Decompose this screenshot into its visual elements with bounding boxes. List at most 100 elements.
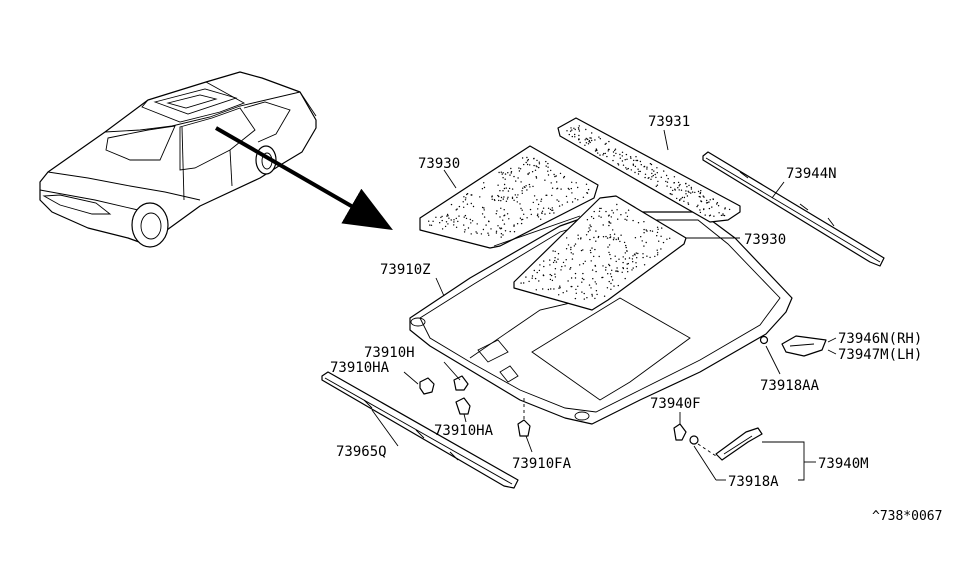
stipple-dot [553,288,555,290]
stipple-dot [610,276,613,278]
stipple-dot [609,236,611,239]
stipple-dot [526,217,528,219]
stipple-dot [571,135,573,138]
stipple-dot [533,157,535,160]
stipple-dot [466,203,469,205]
stipple-dot [574,128,576,131]
stipple-dot [547,174,550,176]
stipple-dot [571,258,574,260]
label-73946N: 73946N(RH) [838,331,922,347]
stipple-dot [545,160,547,163]
stipple-dot [556,181,558,183]
stipple-dot [708,215,711,217]
grab-handle-73940M [715,427,763,461]
stipple-dot [521,192,523,194]
stipple-dot [465,217,468,220]
stipple-dot [642,253,644,255]
stipple-dot [602,236,605,238]
stipple-dot [637,168,639,170]
stipple-dot [465,197,467,199]
stipple-dot [594,139,596,141]
stipple-dot [554,259,556,262]
stipple-dot [646,168,648,170]
stipple-dot [612,212,615,214]
stipple-dot [563,175,566,178]
stipple-dot [497,225,499,227]
stipple-dot [521,157,524,159]
stipple-dot [562,292,564,294]
stipple-dot [611,209,613,212]
stipple-dot [571,181,573,183]
stipple-dot [550,182,552,184]
stipple-dot [616,270,618,272]
stipple-dot [627,167,629,170]
stipple-dot [577,285,579,287]
stipple-dot [551,207,553,209]
stipple-dot [651,176,653,178]
stipple-dot [513,175,515,178]
stipple-dot [613,237,615,239]
stipple-dot [552,261,555,264]
stipple-dot [646,255,648,257]
stipple-dot [520,222,523,225]
stipple-dot [697,204,699,206]
stipple-dot [506,198,509,200]
stipple-dot [649,256,651,259]
stipple-dot [503,223,506,225]
stipple-dot [649,163,652,165]
stipple-dot [660,248,662,250]
label-73965Q: 73965Q [336,444,387,460]
stipple-dot [623,241,626,244]
stipple-dot [594,264,596,267]
stipple-dot [591,132,593,134]
stipple-dot [550,169,552,172]
stipple-dot [495,213,497,215]
stipple-dot [574,243,577,245]
stipple-dot [632,219,634,222]
stipple-dot [535,165,537,167]
stipple-dot [521,209,523,211]
stipple-dot [537,203,540,206]
stipple-dot [679,199,681,202]
stipple-dot [657,180,659,183]
stipple-dot [615,152,617,155]
stipple-dot [658,240,660,242]
stipple-dot [525,185,527,187]
stipple-dot [590,216,593,218]
stipple-dot [665,174,668,177]
stipple-dot [644,173,647,175]
stipple-dot [490,228,492,230]
stipple-dot [462,201,464,203]
stipple-dot [626,168,628,170]
stipple-dot [466,193,468,196]
stipple-dot [428,220,430,222]
stipple-dot [660,176,662,178]
stipple-dot [635,159,637,162]
stipple-dot [519,217,522,219]
stipple-dot [594,248,596,251]
stipple-dot [654,255,656,258]
stipple-dot [605,210,607,213]
leader-lines [371,129,837,481]
stipple-dot [481,206,484,209]
stipple-dot [628,257,631,259]
stipple-dot [528,183,531,186]
stipple-dot [502,234,504,236]
stipple-dot [588,284,591,286]
stipple-dot [590,251,592,254]
stipple-dot [578,128,580,130]
stipple-dot [575,292,577,294]
stipple-dot [577,186,579,189]
stipple-dot [633,253,636,255]
stipple-dot [627,271,629,273]
stipple-dot [488,234,490,236]
stipple-dot [660,235,662,237]
stipple-dot [656,231,659,234]
stipple-dot [516,196,518,199]
stipple-dot [596,149,598,152]
stipple-dot [504,173,507,175]
stipple-dot [571,192,573,194]
stipple-dot [708,201,710,203]
stipple-dot [655,185,657,187]
stipple-dot [670,193,672,195]
